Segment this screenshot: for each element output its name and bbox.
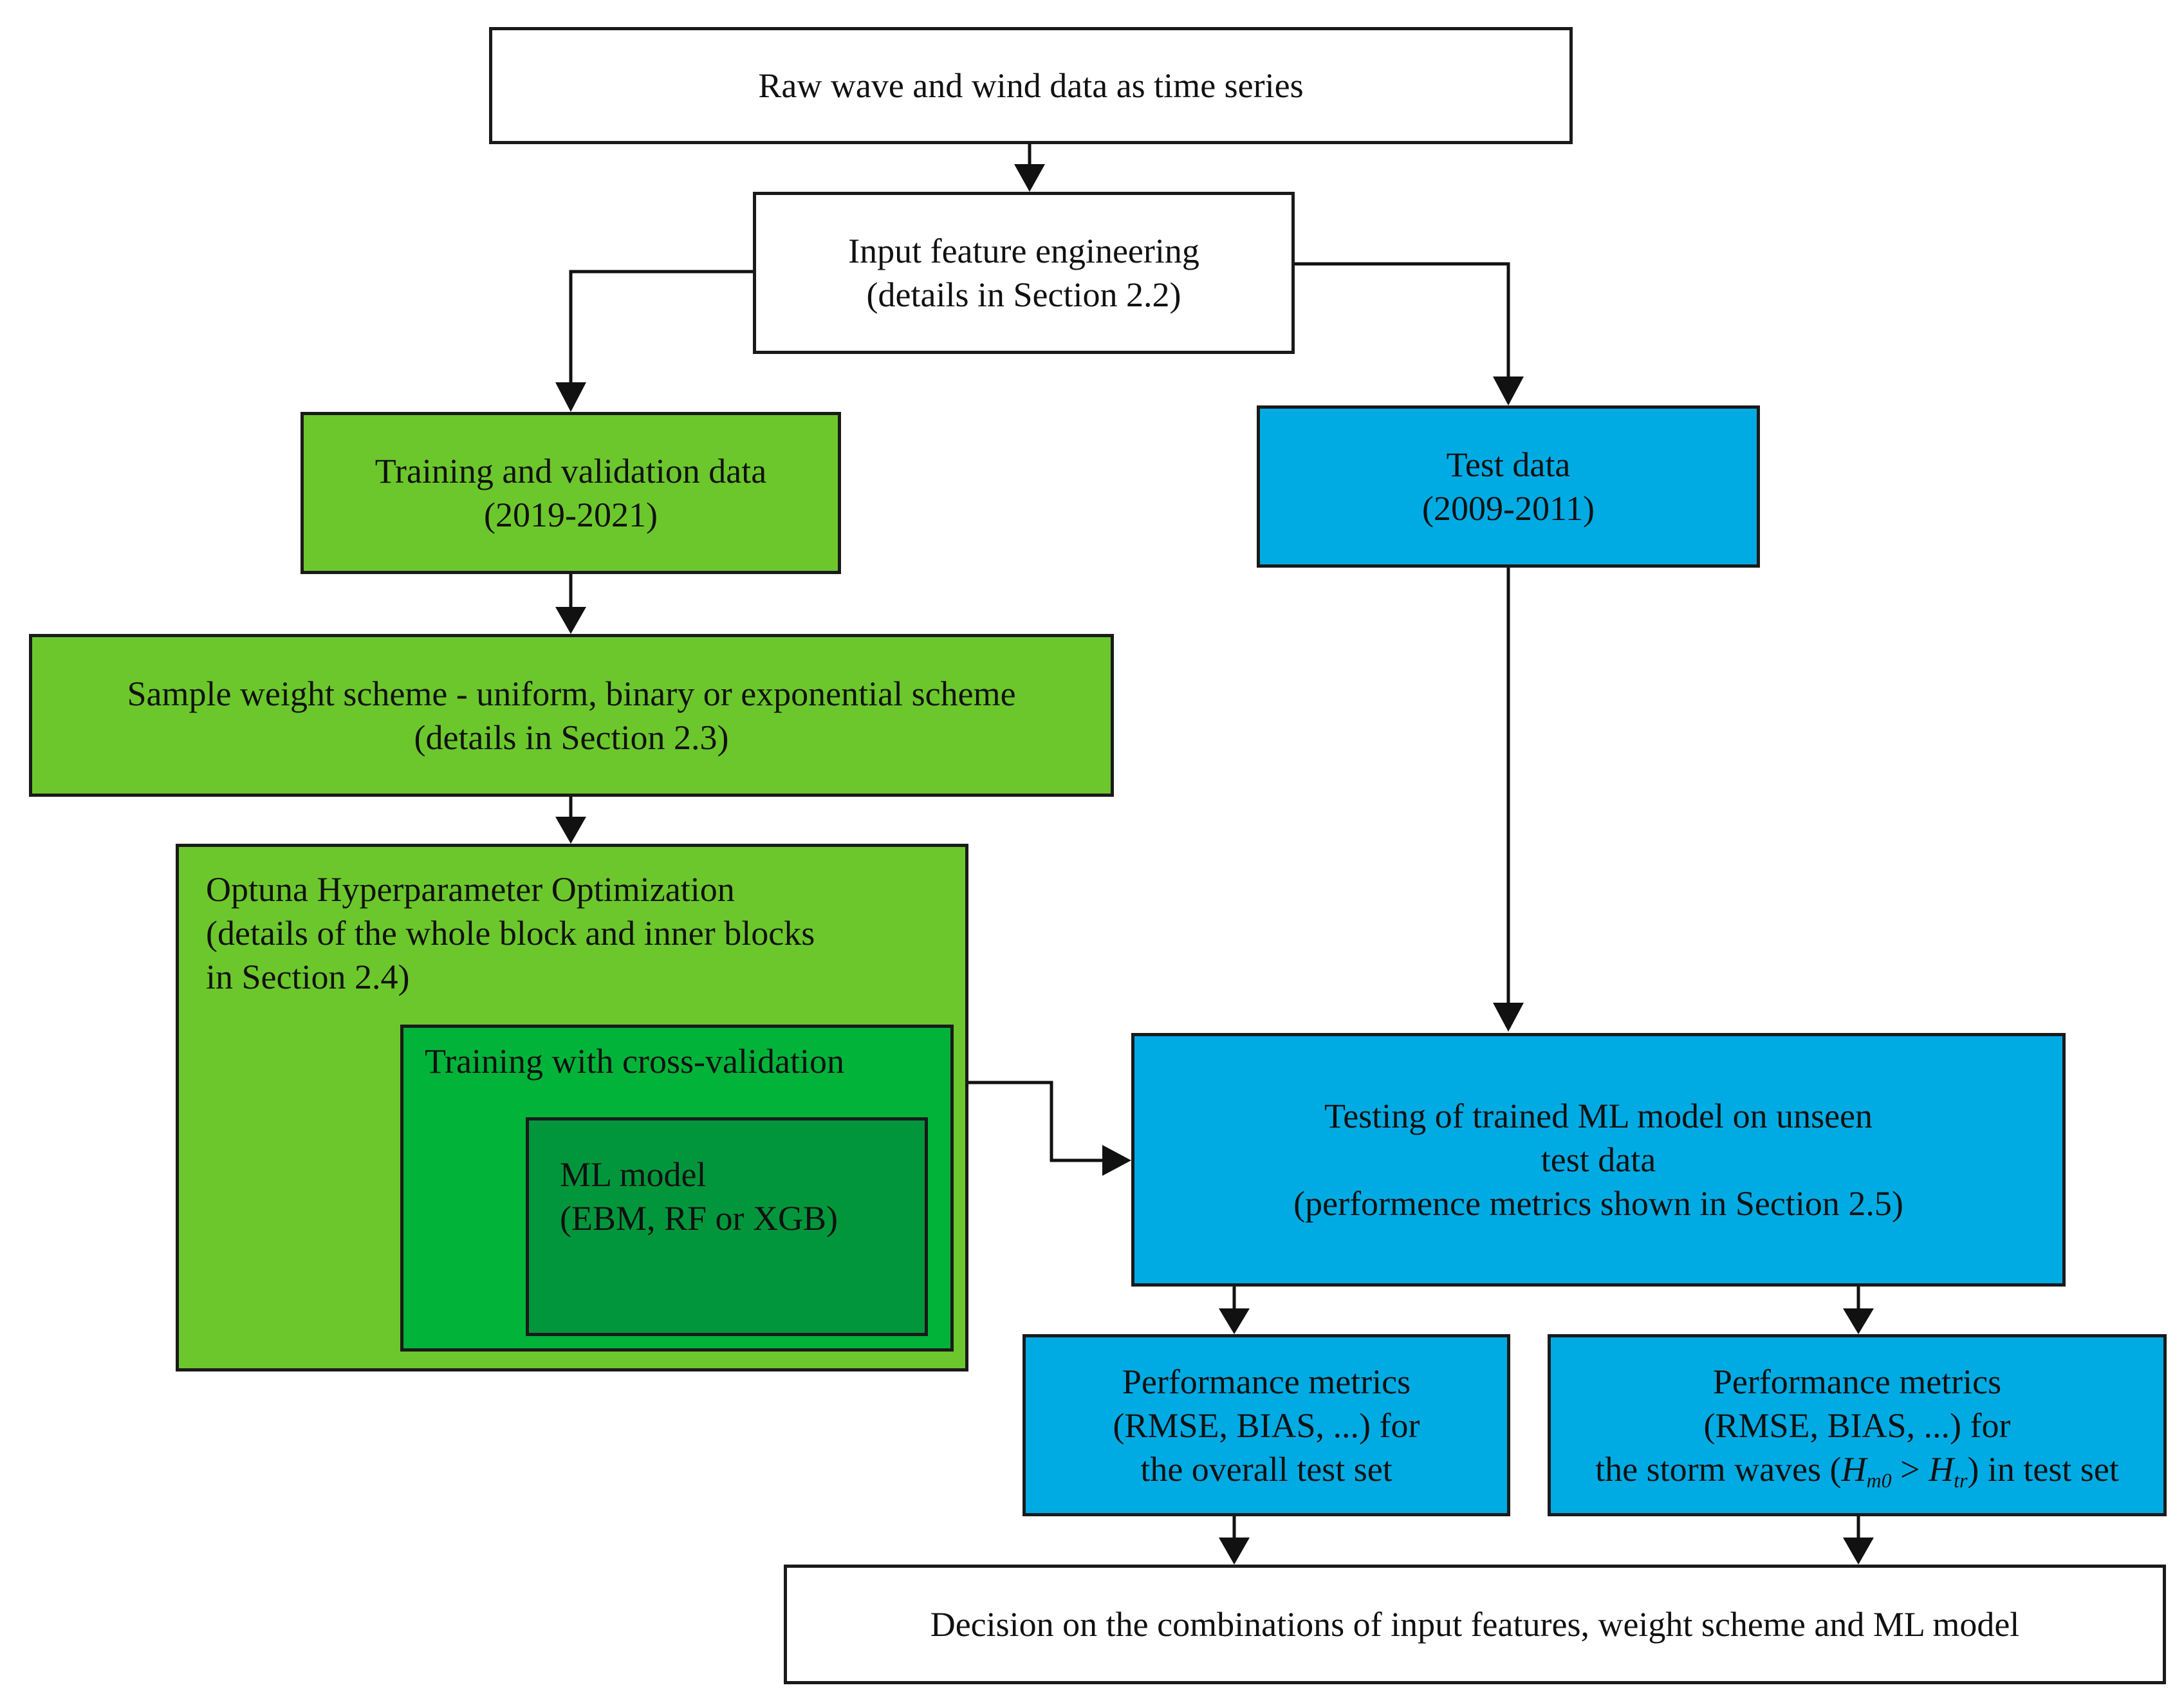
arrowhead-cv-to-testing: [1102, 1145, 1131, 1176]
optuna-line-2: (details of the whole block and inner bl…: [206, 914, 815, 953]
arrowhead-testing-to-storm: [1843, 1308, 1874, 1334]
training-validation-data-box: Training and validation data (2019-2021): [301, 412, 841, 574]
cross-validation-line-1: Training with cross-validation: [425, 1042, 844, 1081]
testing-line-2: test data: [1541, 1140, 1656, 1179]
metrics-overall-box: Performance metrics (RMSE, BIAS, ...) fo…: [1023, 1334, 1510, 1516]
arrowhead-storm-to-decision: [1843, 1538, 1874, 1565]
metrics-overall-line-1: Performance metrics: [1122, 1362, 1411, 1401]
arrow-cv-to-testing: [952, 1081, 1104, 1162]
metrics-storm-line-3: the storm waves (Hm0 > Htr) in test set: [1595, 1447, 2119, 1491]
arrowhead-features-to-test: [1493, 376, 1524, 405]
arrowhead-test-to-testing: [1493, 1003, 1524, 1032]
metrics-storm-line-2: (RMSE, BIAS, ...) for: [1703, 1406, 2011, 1445]
raw-data-box: Raw wave and wind data as time series: [489, 27, 1573, 144]
testing-line-1: Testing of trained ML model on unseen: [1324, 1097, 1873, 1135]
feature-engineering-line-1: Input feature engineering: [848, 232, 1199, 270]
metrics-storm-box: Performance metrics (RMSE, BIAS, ...) fo…: [1548, 1334, 2167, 1516]
test-data-box: Test data (2009-2011): [1257, 405, 1760, 568]
test-data-line-1: Test data: [1446, 445, 1571, 484]
greater-than-sign: >: [1891, 1449, 1929, 1489]
arrowhead-training-to-weight: [555, 607, 586, 634]
arrowhead-weight-to-optuna: [555, 817, 586, 844]
raw-data-line-1: Raw wave and wind data as time series: [758, 66, 1304, 105]
optuna-line-3: in Section 2.4): [206, 958, 410, 996]
arrowhead-raw-to-features: [1014, 164, 1045, 192]
testing-box: Testing of trained ML model on unseen te…: [1131, 1033, 2066, 1287]
decision-line-1: Decision on the combinations of input fe…: [930, 1605, 2020, 1644]
metrics-storm-line-3-pre: the storm waves (: [1595, 1449, 1842, 1489]
feature-engineering-box: Input feature engineering (details in Se…: [753, 192, 1295, 354]
ml-model-line-2: (EBM, RF or XGB): [560, 1199, 838, 1238]
arrow-features-to-training: [569, 270, 753, 384]
arrowhead-features-to-training: [555, 382, 586, 412]
training-validation-line-1: Training and validation data: [375, 452, 767, 490]
arrowhead-testing-to-overall: [1219, 1308, 1250, 1334]
ml-model-box: ML model (EBM, RF or XGB): [526, 1117, 928, 1336]
metrics-storm-line-3-post: ) in test set: [1967, 1449, 2119, 1489]
sample-weight-line-2: (details in Section 2.3): [414, 718, 729, 757]
arrow-features-to-test: [1295, 262, 1510, 378]
optuna-line-1: Optuna Hyperparameter Optimization: [206, 870, 735, 909]
feature-engineering-line-2: (details in Section 2.2): [866, 275, 1181, 314]
ml-model-line-1: ML model: [560, 1155, 707, 1194]
decision-box: Decision on the combinations of input fe…: [784, 1565, 2166, 1684]
metrics-overall-line-2: (RMSE, BIAS, ...) for: [1113, 1406, 1420, 1445]
training-validation-line-2: (2019-2021): [484, 496, 658, 534]
arrowhead-overall-to-decision: [1219, 1538, 1250, 1565]
sample-weight-box: Sample weight scheme - uniform, binary o…: [29, 634, 1114, 797]
sample-weight-line-1: Sample weight scheme - uniform, binary o…: [127, 674, 1016, 713]
test-data-line-2: (2009-2011): [1422, 489, 1595, 528]
metrics-overall-line-3: the overall test set: [1140, 1449, 1393, 1489]
metrics-storm-line-1: Performance metrics: [1712, 1362, 2002, 1401]
hm0-symbol: Hm0: [1841, 1449, 1892, 1492]
htr-symbol: Htr: [1929, 1449, 1968, 1492]
testing-line-3: (performence metrics shown in Section 2.…: [1293, 1184, 1903, 1223]
